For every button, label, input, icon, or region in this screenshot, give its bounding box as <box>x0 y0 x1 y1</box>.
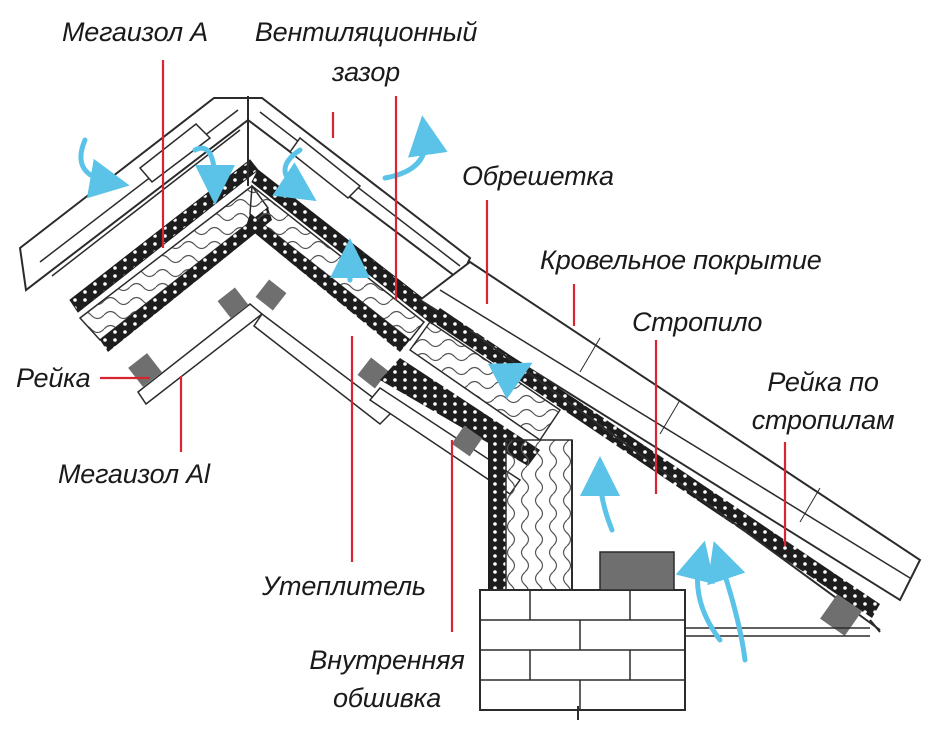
label-obreshetka: Обрешетка <box>462 161 614 191</box>
label-inner-lining-line2: обшивка <box>332 683 442 713</box>
label-rafter: Стропило <box>632 307 763 337</box>
knee-wall <box>479 439 870 720</box>
label-vent-gap-line1: Вентиляционный <box>254 17 478 47</box>
label-insulation: Утеплитель <box>262 571 426 601</box>
label-batten-line1: Рейка по <box>767 367 879 397</box>
label-megaizol-al: Мегаизол Al <box>58 459 210 489</box>
label-vent-gap-line2: зазор <box>332 57 400 87</box>
label-batten-line2: стропилам <box>751 405 895 435</box>
label-reyka: Рейка <box>16 363 91 393</box>
airflow-arrows <box>78 115 748 663</box>
label-megaizol-a: Мегаизол А <box>62 17 208 47</box>
leader-lines <box>100 60 787 632</box>
label-roof-cover: Кровельное покрытие <box>540 245 822 275</box>
label-inner-lining-line1: Внутренняя <box>309 645 465 675</box>
